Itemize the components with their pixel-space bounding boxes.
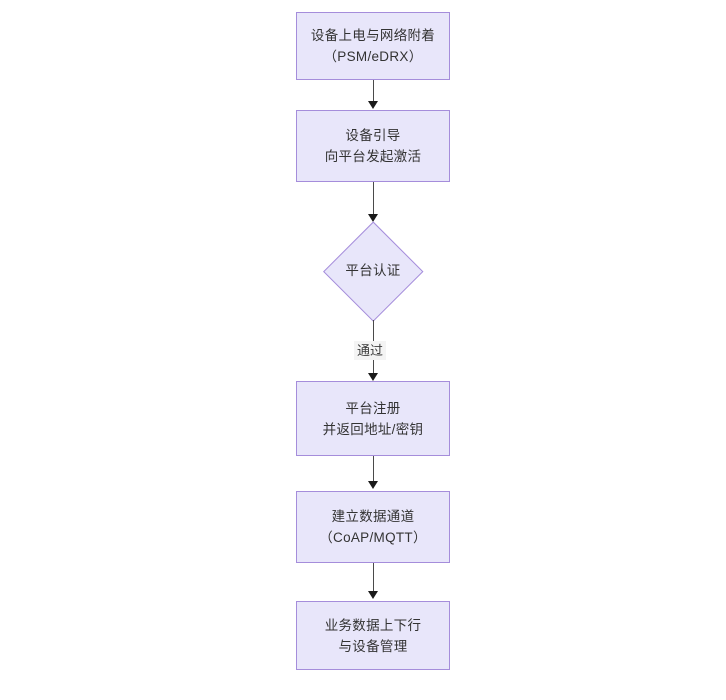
node-data-channel-line-1: 建立数据通道	[331, 509, 415, 524]
node-platform-register-line-2: 并返回地址/密钥	[322, 421, 424, 437]
arrowhead-bootstrap-to-platform-auth	[368, 214, 378, 222]
node-platform-auth[interactable]: 平台认证	[323, 221, 423, 321]
node-data-channel-line-2: （CoAP/MQTT）	[319, 530, 427, 545]
node-power-on[interactable]: 设备上电与网络附着 （PSM/eDRX）	[296, 12, 450, 80]
node-business-data-line-2: 与设备管理	[338, 638, 408, 654]
connector-data-channel-to-business	[372, 563, 374, 594]
connector-register-to-data-channel	[372, 456, 374, 484]
node-platform-register-line-1: 平台注册	[345, 400, 401, 416]
node-platform-register[interactable]: 平台注册 并返回地址/密钥	[296, 381, 450, 456]
node-bootstrap-line-1: 设备引导	[345, 128, 401, 143]
node-data-channel[interactable]: 建立数据通道 （CoAP/MQTT）	[296, 491, 450, 563]
node-bootstrap[interactable]: 设备引导 向平台发起激活	[296, 110, 450, 182]
arrowhead-register-to-data-channel	[368, 481, 378, 489]
node-business-data-line-1: 业务数据上下行	[324, 617, 422, 633]
node-power-on-line-2: （PSM/eDRX）	[323, 49, 423, 64]
node-platform-auth-label: 平台认证	[345, 263, 401, 278]
node-business-data[interactable]: 业务数据上下行 与设备管理	[296, 601, 450, 670]
node-bootstrap-line-2: 向平台发起激活	[324, 149, 422, 164]
node-power-on-line-1: 设备上电与网络附着	[310, 28, 436, 43]
arrowhead-platform-auth-to-register	[368, 373, 378, 381]
edge-label-pass: 通过	[354, 341, 387, 360]
arrowhead-data-channel-to-business	[368, 591, 378, 599]
arrowhead-power-on-to-bootstrap	[368, 101, 378, 109]
connector-power-on-to-bootstrap	[372, 80, 374, 104]
connector-bootstrap-to-platform-auth	[372, 182, 374, 218]
